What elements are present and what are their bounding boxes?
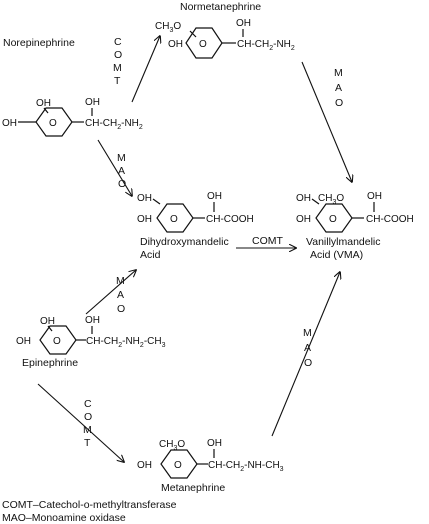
enzyme-comt-bottom-t: T xyxy=(84,437,91,449)
norepinephrine-left-oh: OH xyxy=(2,118,17,129)
metanephrine-label: Metanephrine xyxy=(161,482,225,494)
normetanephrine-ring-letter: O xyxy=(199,39,207,50)
normetanephrine-chain: CH-CH2-NH2 xyxy=(237,39,295,52)
epinephrine-ring xyxy=(39,325,77,355)
norepinephrine-ring-letter: O xyxy=(49,118,57,129)
enzyme-mao-lower-left-a: A xyxy=(117,289,124,301)
enzyme-mao-upper-left-a: A xyxy=(118,165,125,177)
dihydroxymandelic-top-oh: OH xyxy=(137,193,152,204)
epinephrine-side-oh: OH xyxy=(85,315,100,326)
metanephrine-chain: CH-CH2-NH-CH3 xyxy=(208,460,284,473)
enzyme-mao-top-right-o: O xyxy=(335,97,343,109)
metanephrine-ring xyxy=(160,449,198,479)
dihydroxymandelic-ring xyxy=(156,203,194,233)
dihydroxymandelic-structure: OH OH O OH CH-COOH Dihydroxymandelic Aci… xyxy=(137,191,254,261)
dihydroxymandelic-side-oh: OH xyxy=(207,191,222,202)
vma-ch3o: CH3O xyxy=(318,193,344,206)
dihydroxymandelic-ring-letter: O xyxy=(170,214,178,225)
vma-top-oh: OH xyxy=(296,193,311,204)
normetanephrine-label: Normetanephrine xyxy=(180,1,261,13)
enzyme-mao-upper-left: M A O xyxy=(117,152,126,190)
norepinephrine-top-oh: OH xyxy=(36,98,51,109)
vma-side-oh: OH xyxy=(367,191,382,202)
dihydroxymandelic-label-line1: Dihydroxymandelic xyxy=(140,236,229,248)
enzyme-mao-top-right: M A O xyxy=(334,67,343,109)
arrow-epinephrine-to-dihydroxymandelic xyxy=(85,270,136,315)
enzyme-comt-bottom-o: O xyxy=(84,411,92,423)
epinephrine-top-oh: OH xyxy=(40,316,55,327)
metanephrine-structure: CH3O OH O OH CH-CH2-NH-CH3 Metanephrine xyxy=(137,438,284,494)
enzyme-comt-top-m: M xyxy=(113,62,122,74)
arrow-norepinephrine-to-normetanephrine xyxy=(131,36,160,103)
enzyme-comt-bottom-m: M xyxy=(83,424,92,436)
enzyme-comt-bottom-c: C xyxy=(84,398,92,410)
dihydroxymandelic-left-oh: OH xyxy=(137,214,152,225)
enzyme-mao-top-right-a: A xyxy=(335,82,342,94)
enzyme-mao-upper-left-o: O xyxy=(118,178,126,190)
arrow-metanephrine-to-vma xyxy=(271,272,340,437)
enzyme-mao-lower-right-m: M xyxy=(303,327,312,339)
legend-comt: COMT–Catechol-o-methyltransferase xyxy=(2,499,177,511)
arrow-epinephrine-to-metanephrine xyxy=(37,383,124,462)
enzyme-comt-bottom: C O M T xyxy=(83,398,92,449)
metanephrine-left-oh: OH xyxy=(137,460,152,471)
vma-ring xyxy=(315,203,353,233)
arrow-norepinephrine-to-dihydroxymandelic xyxy=(97,139,132,196)
epinephrine-structure: OH OH O OH CH-CH2-NH2-CH3 Epinephrine xyxy=(16,315,166,369)
vma-ring-letter: O xyxy=(329,214,337,225)
vma-left-oh: OH xyxy=(296,214,311,225)
enzyme-mao-lower-left: M A O xyxy=(116,275,125,315)
vma-chain: CH-COOH xyxy=(366,214,414,225)
enzyme-comt-top-t: T xyxy=(114,75,121,87)
norepinephrine-label: Norepinephrine xyxy=(3,37,75,49)
epinephrine-label: Epinephrine xyxy=(22,357,78,369)
enzyme-comt-top-c: C xyxy=(114,36,122,48)
enzyme-mao-upper-left-m: M xyxy=(117,152,126,164)
arrow-normetanephrine-to-vma xyxy=(301,61,352,182)
norepinephrine-side-oh: OH xyxy=(85,97,100,108)
enzyme-comt-top-o: O xyxy=(114,49,122,61)
vma-structure: CH3O OH OH O OH CH-COOH Vanillylmandelic… xyxy=(296,191,414,261)
enzyme-mao-lower-right: M A O xyxy=(303,327,312,369)
normetanephrine-side-oh: OH xyxy=(236,18,251,29)
legend-mao: MAO–Monoamine oxidase xyxy=(2,512,126,524)
enzyme-comt-top: C O M T xyxy=(113,36,122,87)
dihydroxymandelic-label-line2: Acid xyxy=(140,249,161,261)
enzyme-mao-lower-right-o: O xyxy=(304,357,312,369)
norepinephrine-structure: Norepinephrine OH OH O OH CH-CH2-NH2 xyxy=(2,37,143,137)
epinephrine-ring-letter: O xyxy=(53,336,61,347)
metanephrine-ring-letter: O xyxy=(174,460,182,471)
epinephrine-chain: CH-CH2-NH2-CH3 xyxy=(86,336,166,349)
enzyme-mao-top-right-m: M xyxy=(334,67,343,79)
enzyme-mao-lower-left-m: M xyxy=(116,275,125,287)
normetanephrine-ring xyxy=(185,27,223,59)
norepinephrine-ring xyxy=(35,107,73,137)
enzyme-mao-lower-left-o: O xyxy=(117,303,125,315)
normetanephrine-ch3o: CH3O xyxy=(155,21,181,34)
vma-label-line1: Vanillylmandelic xyxy=(306,236,381,248)
norepinephrine-chain: CH-CH2-NH2 xyxy=(85,118,143,131)
normetanephrine-left-oh: OH xyxy=(168,39,183,50)
metanephrine-ch3o: CH3O xyxy=(159,439,185,452)
enzyme-mao-lower-right-a: A xyxy=(304,342,311,354)
enzyme-comt-middle: COMT xyxy=(252,235,283,247)
vma-label-line2: Acid (VMA) xyxy=(310,249,363,261)
normetanephrine-structure: Normetanephrine CH3O OH O OH CH-CH2-NH2 xyxy=(155,1,295,59)
epinephrine-left-oh: OH xyxy=(16,336,31,347)
metanephrine-side-oh: OH xyxy=(207,438,222,449)
dihydroxymandelic-chain: CH-COOH xyxy=(206,214,254,225)
